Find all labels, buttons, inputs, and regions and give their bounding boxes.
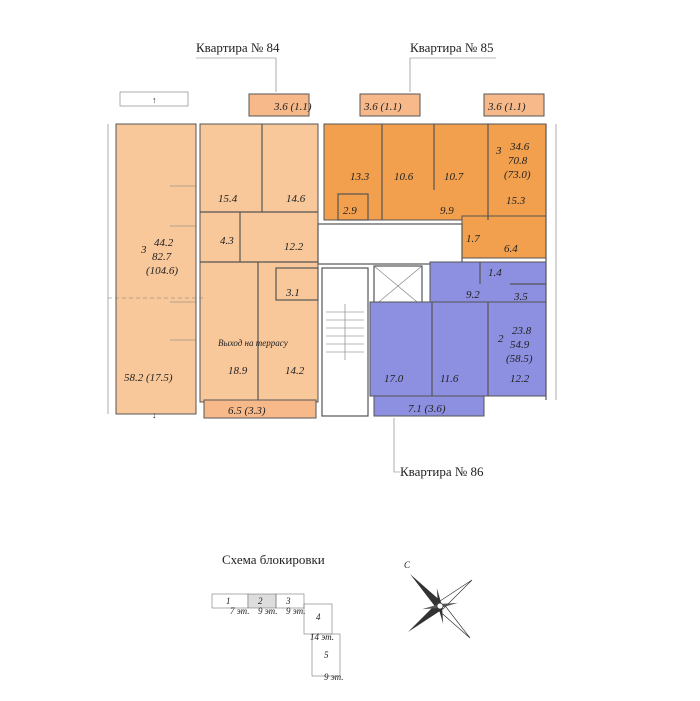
apt86-living-area: 23.8 — [512, 325, 532, 337]
scheme-dim-1: 7 эт. — [230, 606, 249, 616]
apt85-room-4: 2.9 — [343, 205, 357, 217]
apt84-body — [199, 123, 319, 403]
apt85-leader — [409, 57, 496, 92]
apt84-balcony-top — [248, 93, 310, 117]
scheme-section-5 — [311, 633, 341, 677]
apt85-room-5: 9.9 — [440, 205, 454, 217]
scheme-label-1: 1 — [226, 596, 231, 606]
apt85-total-with-balcony: (73.0) — [504, 169, 531, 181]
apt84-leader — [196, 57, 277, 92]
apt84-terrace-label: 58.2 (17.5) — [124, 372, 173, 384]
apt84-balcony-bottom — [203, 399, 317, 419]
apt85-balcony-1 — [359, 93, 421, 117]
apartment-86: Квартира № 86 7.1 (3.6) 2 23.8 54.9 (58.… — [369, 261, 547, 479]
apt84-title: Квартира № 84 — [196, 40, 280, 55]
apt85-rooms-count: 3 — [495, 145, 502, 157]
scheme-label-4: 4 — [316, 612, 321, 622]
apt85-room-6: 15.3 — [506, 195, 526, 207]
apt84-room-6: 18.9 — [228, 365, 248, 377]
scheme-section-3 — [275, 593, 305, 609]
apt84-balcony-top-label: 3.6 (1.1) — [273, 101, 312, 113]
apt86-room-3: 3.5 — [513, 291, 528, 303]
scheme-label-2: 2 — [258, 596, 263, 606]
apt84-room-5: 3.1 — [285, 287, 300, 299]
scheme-dim-3: 9 эт. — [286, 606, 305, 616]
apt84-terrace-note: Выход на террасу — [218, 338, 288, 348]
scheme-label-3: 3 — [285, 596, 291, 606]
apt84-room-4: 12.2 — [284, 241, 304, 253]
apt84-room-1: 15.4 — [218, 193, 238, 205]
arrow-down-icon: ↓ — [152, 410, 157, 420]
apt85-body — [323, 123, 547, 221]
apt84-room-7: 14.2 — [285, 365, 305, 377]
compass-north-letter: С — [404, 560, 411, 570]
scheme-label-5: 5 — [324, 650, 329, 660]
apt84-rooms-count: 3 — [140, 244, 147, 256]
apartment-84: ↑ ↓ 3.6 (1.1) 6.5 (3.3) 58.2 (17.5) Выхо… — [108, 91, 319, 420]
apt86-room-4: 17.0 — [384, 373, 404, 385]
apt86-top — [429, 261, 547, 305]
apt84-total-area: 82.7 — [152, 251, 172, 263]
scheme-dim-2: 9 эт. — [258, 606, 277, 616]
apt85-living-area: 34.6 — [509, 141, 530, 153]
apt85-balcony-1-label: 3.6 (1.1) — [363, 101, 402, 113]
apt85-room-3: 10.7 — [444, 171, 464, 183]
apt85-balcony-2 — [483, 93, 545, 117]
apt86-room-6: 12.2 — [510, 373, 530, 385]
compass-rose-icon: С — [404, 560, 473, 639]
apt86-balcony — [373, 395, 485, 417]
apt84-room-2: 14.6 — [286, 193, 306, 205]
apt85-room-2: 10.6 — [394, 171, 414, 183]
blocking-scheme: Схема блокировки 1 2 3 4 5 7 эт. 9 эт. 9… — [211, 552, 343, 682]
apt84-terrace — [115, 123, 197, 415]
apt86-body — [369, 301, 547, 397]
apt86-rooms-count: 2 — [498, 333, 504, 345]
apt86-room-1: 1.4 — [488, 267, 502, 279]
apt86-room-5: 11.6 — [440, 373, 459, 385]
scheme-dim-5: 9 эт. — [324, 672, 343, 682]
apt86-total-with-balcony: (58.5) — [506, 353, 533, 365]
apt84-total-with-balcony: (104.6) — [146, 265, 178, 277]
scheme-title: Схема блокировки — [222, 552, 325, 567]
arrow-up-icon: ↑ — [152, 95, 157, 105]
stairwell — [317, 223, 463, 417]
apt85-room-8: 6.4 — [504, 243, 518, 255]
apt85-title: Квартира № 85 — [410, 40, 494, 55]
apt86-room-2: 9.2 — [466, 289, 480, 301]
scheme-dim-4: 14 эт. — [310, 632, 334, 642]
apt84-balcony-bottom-label: 6.5 (3.3) — [228, 405, 266, 417]
apartment-85: 3.6 (1.1) 3.6 (1.1) 3 34.6 70.8 (73.0) 1… — [323, 93, 547, 259]
apt85-room-7: 1.7 — [466, 233, 480, 245]
apt85-room-1: 13.3 — [350, 171, 370, 183]
apt85-balcony-2-label: 3.6 (1.1) — [487, 101, 526, 113]
apt84-living-area: 44.2 — [154, 237, 174, 249]
apt86-balcony-label: 7.1 (3.6) — [408, 403, 446, 415]
apt85-total-area: 70.8 — [508, 155, 528, 167]
apt84-room-3: 4.3 — [220, 235, 234, 247]
apt86-title: Квартира № 86 — [400, 464, 484, 479]
apt86-total-area: 54.9 — [510, 339, 530, 351]
